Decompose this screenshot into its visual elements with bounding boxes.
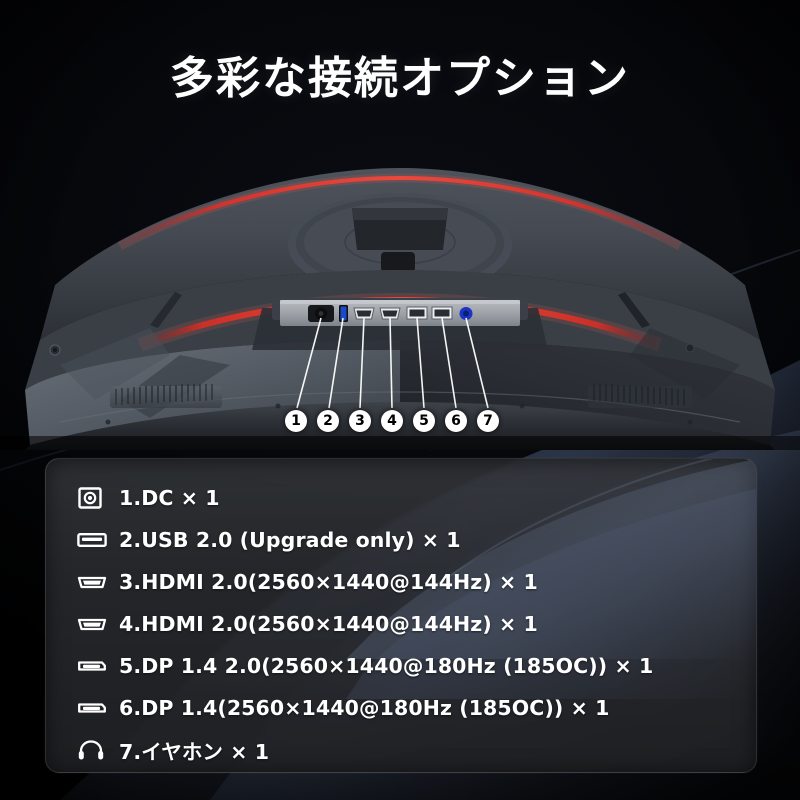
callout-badge-4[interactable]: 4 (381, 410, 403, 432)
callout-badge-7[interactable]: 7 (477, 410, 499, 432)
legend-label-dp-2: 6.DP 1.4(2560×1440@180Hz (185OC)) × 1 (119, 696, 610, 720)
callout-badge-1[interactable]: 1 (285, 410, 307, 432)
legend-label-dc: 1.DC × 1 (119, 486, 220, 510)
callout-badge-2[interactable]: 2 (317, 410, 339, 432)
legend-label-hdmi-1: 3.HDMI 2.0(2560×1440@144Hz) × 1 (119, 570, 538, 594)
headphone-icon (77, 738, 119, 762)
port-legend-list: 1.DC × 1 2.USB 2.0 (Upgrade only) × 1 (46, 459, 756, 771)
legend-row-dc[interactable]: 1.DC × 1 (46, 477, 756, 519)
legend-row-dp-1[interactable]: 5.DP 1.4 2.0(2560×1440@180Hz (185OC)) × … (46, 645, 756, 687)
legend-row-hdmi-1[interactable]: 3.HDMI 2.0(2560×1440@144Hz) × 1 (46, 561, 756, 603)
port-legend-panel: 1.DC × 1 2.USB 2.0 (Upgrade only) × 1 (45, 458, 757, 773)
legend-row-hdmi-2[interactable]: 4.HDMI 2.0(2560×1440@144Hz) × 1 (46, 603, 756, 645)
callout-group: 1 2 3 4 5 6 7 (0, 150, 800, 450)
displayport-icon (77, 656, 119, 676)
page-title: 多彩な接続オプション (170, 53, 630, 104)
legend-label-usb: 2.USB 2.0 (Upgrade only) × 1 (119, 528, 461, 552)
legend-row-earphone[interactable]: 7.イヤホン × 1 (46, 729, 756, 771)
dc-power-icon (77, 485, 119, 511)
callout-badge-6[interactable]: 6 (445, 410, 467, 432)
usb-a-icon (77, 530, 119, 550)
legend-row-usb[interactable]: 2.USB 2.0 (Upgrade only) × 1 (46, 519, 756, 561)
displayport-icon (77, 698, 119, 718)
legend-label-hdmi-2: 4.HDMI 2.0(2560×1440@144Hz) × 1 (119, 612, 538, 636)
callout-leader-lines (296, 317, 489, 409)
hdmi-icon (77, 572, 119, 592)
legend-label-earphone: 7.イヤホン × 1 (119, 740, 270, 764)
legend-label-dp-1: 5.DP 1.4 2.0(2560×1440@180Hz (185OC)) × … (119, 654, 654, 678)
callout-badge-5[interactable]: 5 (413, 410, 435, 432)
callout-badge-3[interactable]: 3 (349, 410, 371, 432)
hdmi-icon (77, 614, 119, 634)
legend-row-dp-2[interactable]: 6.DP 1.4(2560×1440@180Hz (185OC)) × 1 (46, 687, 756, 729)
